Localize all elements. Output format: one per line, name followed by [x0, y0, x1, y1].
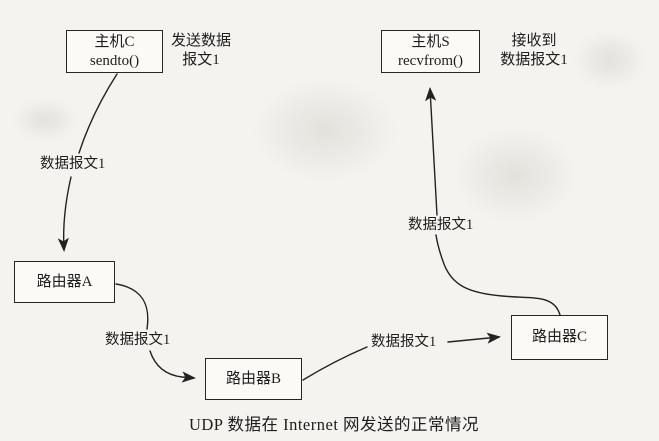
router-a-box: 路由器A: [14, 261, 115, 303]
recv-annotation-line1: 接收到: [511, 33, 557, 49]
host-s-box: 主机S recvfrom(): [381, 30, 480, 73]
arrow-routera-routerb-upper: [115, 283, 149, 330]
host-c-function: sendto(): [89, 52, 140, 69]
router-b-title: 路由器B: [225, 370, 281, 387]
host-c-title: 主机C: [94, 33, 135, 50]
arrow-routerc-hosts-upper: [425, 87, 438, 216]
arrow-routerb-routerc-right: [447, 332, 501, 344]
edge-label-routerb-routerc: 数据报文1: [370, 334, 438, 350]
host-s-function: recvfrom(): [398, 52, 463, 69]
host-s-title: 主机S: [411, 33, 450, 50]
arrow-hostc-routera-upper: [78, 73, 118, 154]
router-b-box: 路由器B: [205, 358, 302, 400]
arrow-routerc-hosts-lower: [435, 234, 561, 316]
arrow-routerb-routerc-left: [302, 346, 368, 381]
send-annotation: 发送数据 报文1: [167, 32, 235, 70]
host-c-box: 主机C sendto(): [66, 30, 163, 73]
recv-annotation: 接收到 数据报文1: [486, 32, 582, 70]
edge-label-routera-routerb: 数据报文1: [104, 332, 172, 348]
router-a-title: 路由器A: [36, 273, 93, 290]
router-c-box: 路由器C: [511, 315, 608, 360]
send-annotation-line2: 报文1: [182, 52, 220, 68]
send-annotation-line1: 发送数据: [170, 33, 231, 49]
edge-label-routerc-hosts: 数据报文1: [407, 217, 475, 233]
arrow-routera-routerb-lower: [149, 350, 196, 383]
arrow-hostc-routera-lower: [57, 176, 72, 252]
edge-label-hostc-routera: 数据报文1: [39, 156, 107, 172]
router-c-title: 路由器C: [531, 329, 587, 345]
figure-caption: UDP 数据在 Internet 网发送的正常情况: [188, 415, 480, 434]
recv-annotation-line2: 数据报文1: [500, 52, 568, 68]
